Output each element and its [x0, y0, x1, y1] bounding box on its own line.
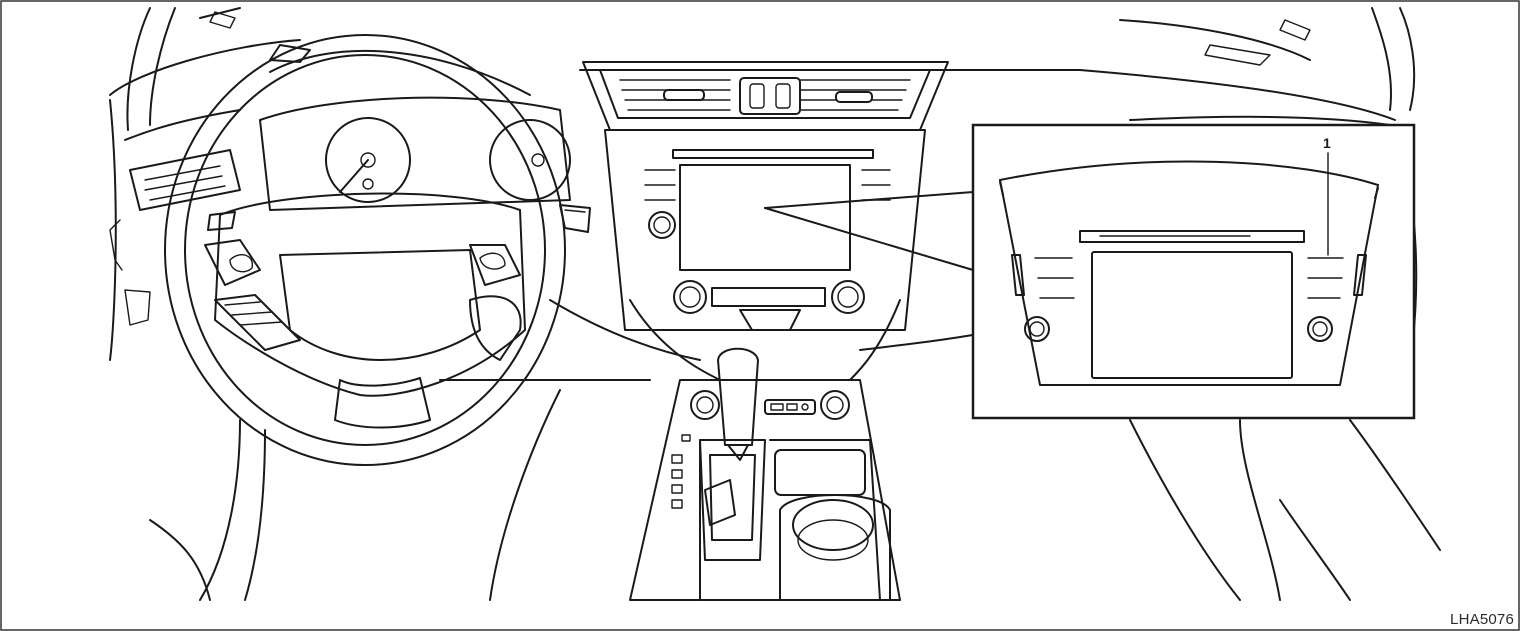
instrument-cluster — [259, 96, 571, 211]
steering-wheel — [164, 34, 566, 466]
center-console — [629, 347, 901, 601]
detail-inset — [971, 123, 1416, 420]
callout-1-number: 1 — [1323, 135, 1331, 151]
zoom-leader — [764, 191, 974, 271]
windshield-outline — [109, 7, 1416, 131]
lower-outline — [109, 219, 1441, 601]
wiper-stalk — [559, 204, 591, 233]
callout-1: 1 — [1323, 135, 1331, 256]
figure-code: LHA5076 — [1450, 611, 1514, 628]
center-stack — [582, 61, 949, 381]
